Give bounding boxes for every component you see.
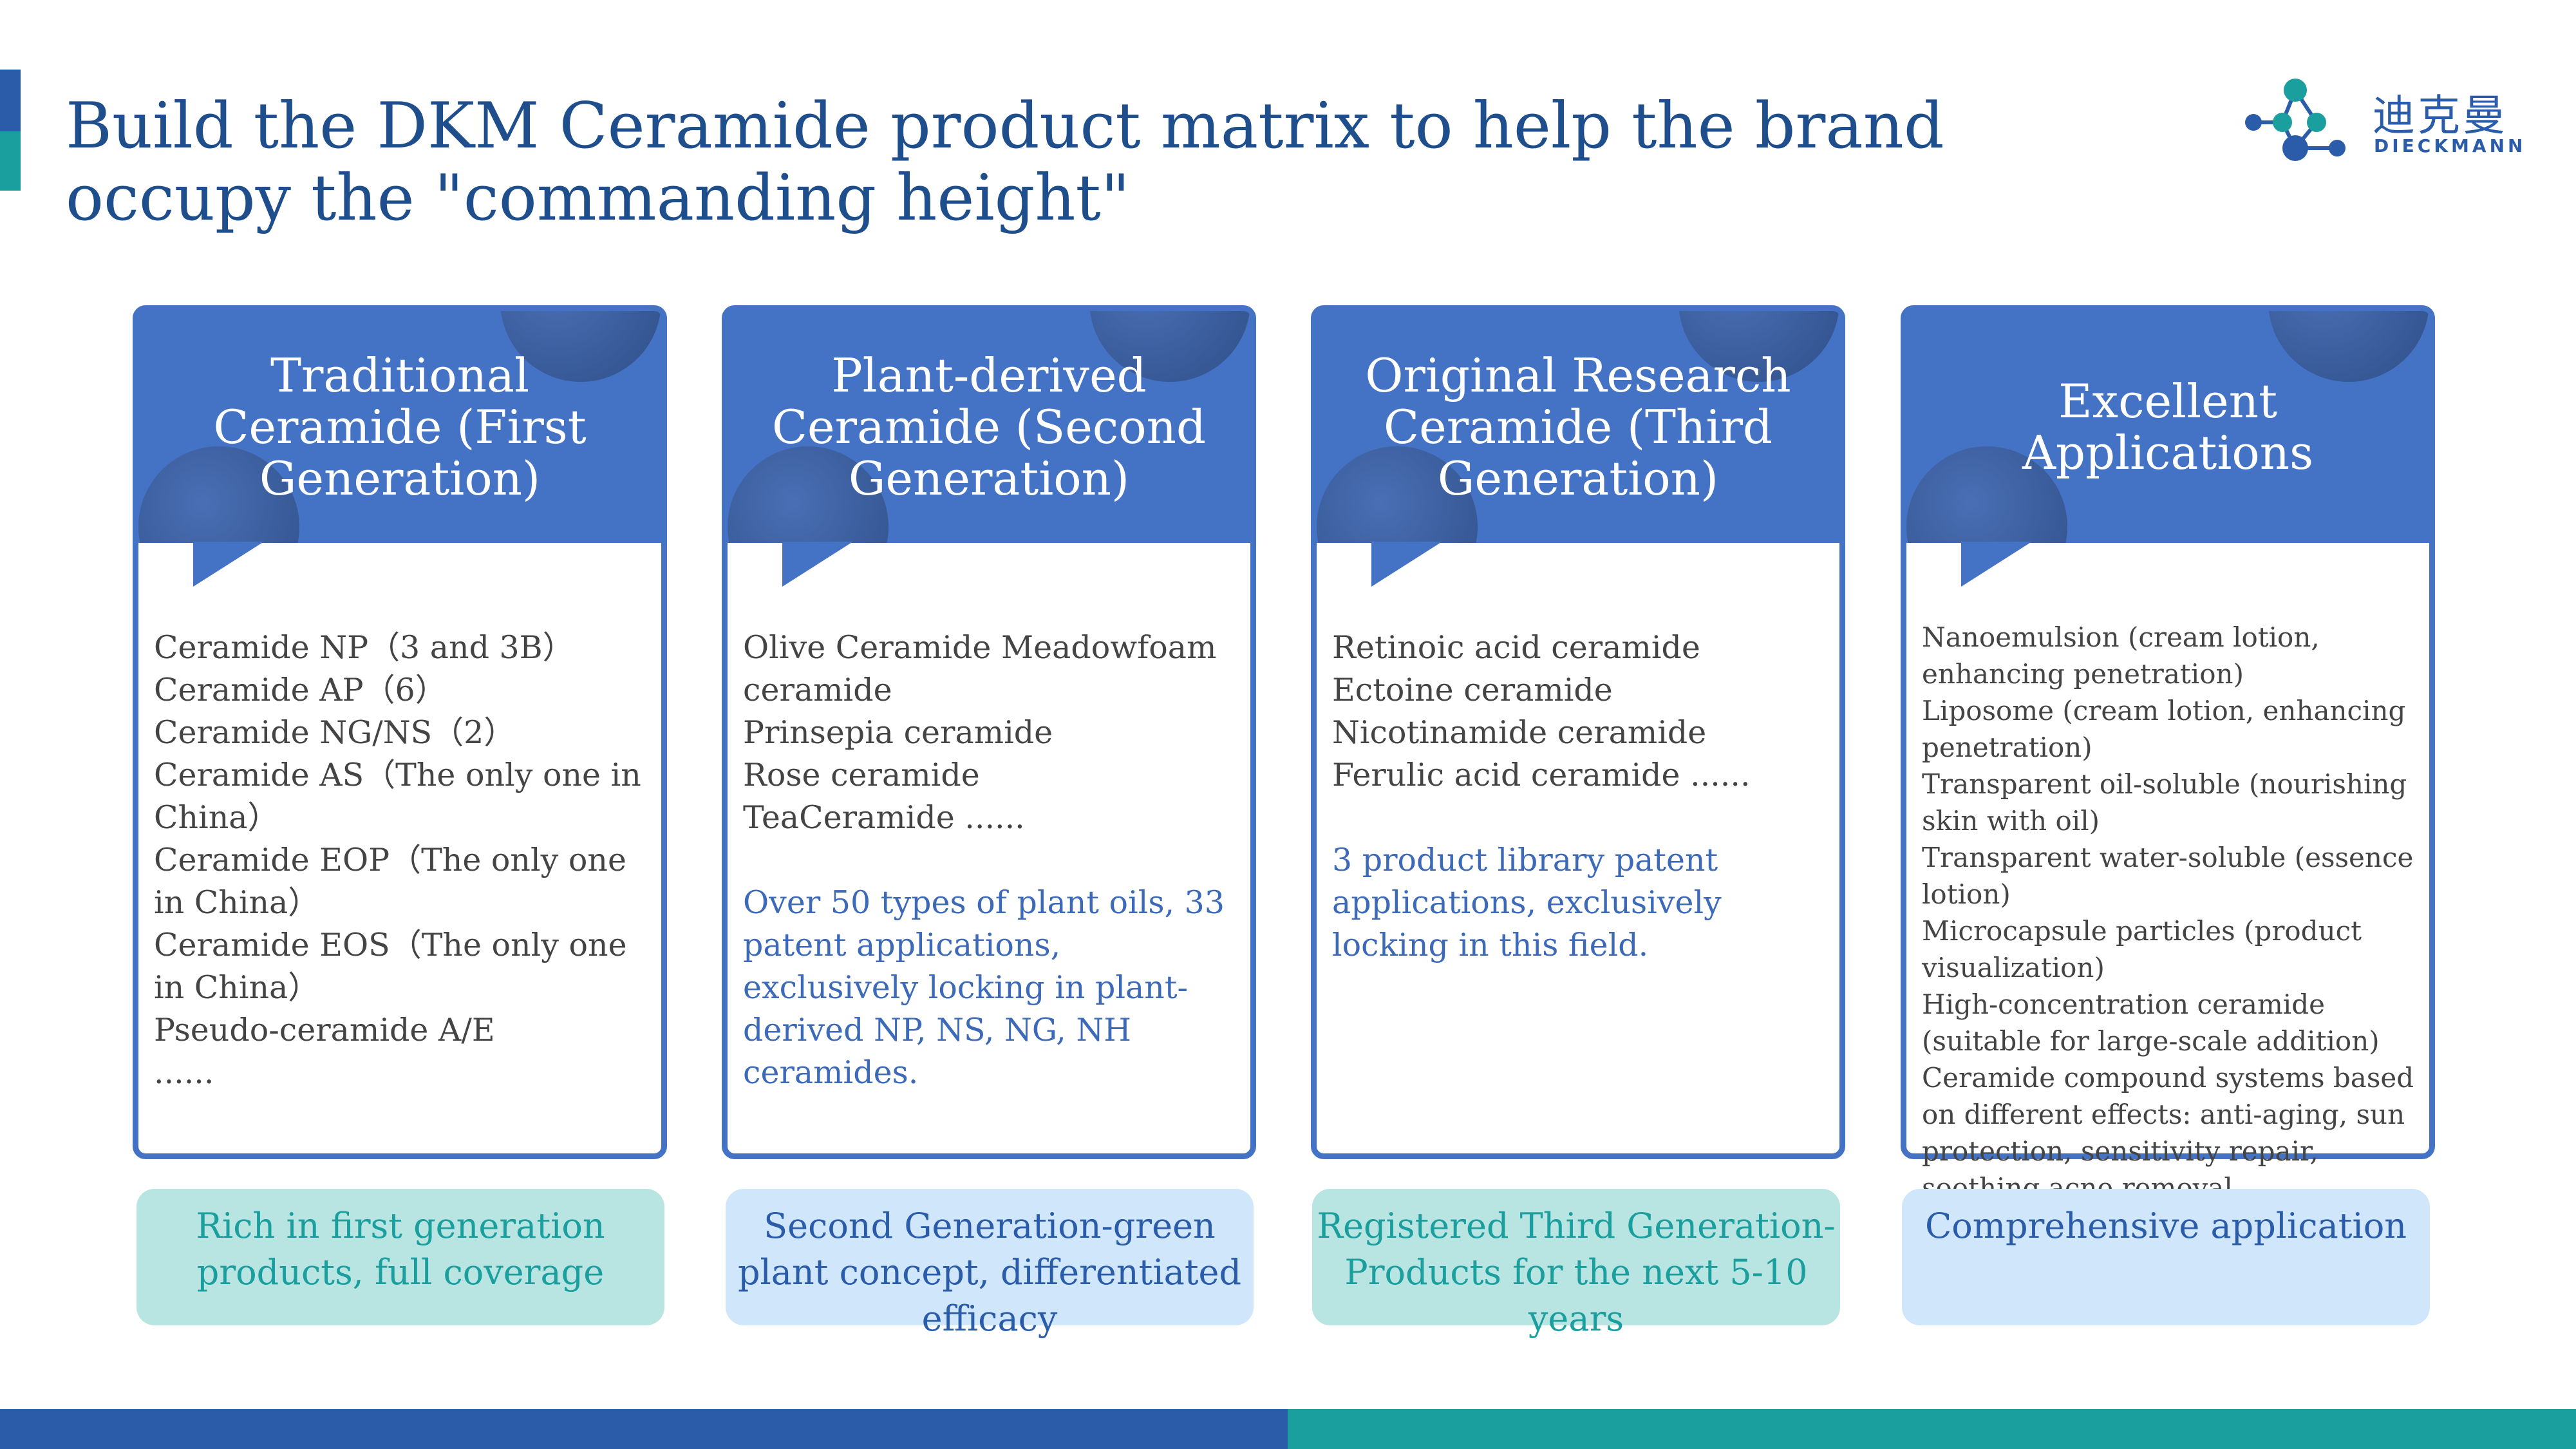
list-item: ...... bbox=[154, 1054, 214, 1091]
card-plant-derived-ceramide: Plant-derived Ceramide (Second Generatio… bbox=[722, 305, 1256, 1159]
list-item: Ceramide EOP（The only one in China） bbox=[154, 842, 626, 921]
list-item: Microcapsule particles (product visualiz… bbox=[1922, 915, 2362, 983]
summary-tag-applications: Comprehensive application bbox=[1902, 1189, 2430, 1325]
summary-tag-second-generation: Second Generation-green plant concept, d… bbox=[726, 1189, 1254, 1339]
logo: 迪克曼 DIECKMANN bbox=[2241, 76, 2523, 166]
card-title: Traditional Ceramide (First Generation) bbox=[213, 348, 587, 506]
card-header: Plant-derived Ceramide (Second Generatio… bbox=[728, 311, 1250, 543]
summary-tag-first-generation: Rich in first generation products, full … bbox=[136, 1189, 664, 1325]
list-item: Liposome (cream lotion, enhancing penetr… bbox=[1922, 695, 2406, 763]
page-title: Build the DKM Ceramide product matrix to… bbox=[66, 90, 1944, 235]
list-item: Transparent water-soluble (essence lotio… bbox=[1922, 842, 2414, 910]
list-item: Ceramide EOS（The only one in China） bbox=[154, 927, 627, 1006]
list-item: TeaCeramide ...... bbox=[743, 799, 1025, 836]
accent-bar-top bbox=[0, 70, 21, 131]
card-original-research-ceramide: Original Research Ceramide (Third Genera… bbox=[1311, 305, 1845, 1159]
summary-tag-third-generation: Registered Third Generation-Products for… bbox=[1312, 1189, 1840, 1339]
callout-pointer bbox=[193, 542, 264, 587]
callout-pointer bbox=[782, 542, 853, 587]
card-title: Plant-derived Ceramide (Second Generatio… bbox=[771, 348, 1207, 506]
list-item: Ceramide compound systems based on diffe… bbox=[1922, 1062, 2414, 1204]
card-header: Original Research Ceramide (Third Genera… bbox=[1317, 311, 1839, 543]
list-item: Retinoic acid ceramide Ectoine ceramide bbox=[1332, 629, 1700, 708]
card-title: Excellent Applications bbox=[2022, 374, 2314, 480]
list-item: Ceramide NG/NS（2） bbox=[154, 714, 516, 751]
card-body: Ceramide NP（3 and 3B） Ceramide AP（6） Cer… bbox=[154, 627, 650, 1094]
list-item: Olive Ceramide Meadowfoam ceramide bbox=[743, 629, 1217, 708]
highlight-text: 3 product library patent applications, e… bbox=[1332, 842, 1722, 963]
list-item: Rose ceramide bbox=[743, 757, 980, 793]
list-item: Transparent oil-soluble (nourishing skin… bbox=[1922, 768, 2407, 837]
highlight-text: Over 50 types of plant oils, 33 patent a… bbox=[743, 884, 1225, 1091]
list-item: High-concentration ceramide (suitable fo… bbox=[1922, 989, 2380, 1057]
list-item: Ceramide AS（The only one in China） bbox=[154, 757, 641, 836]
list-item: Nicotinamide ceramide bbox=[1332, 714, 1707, 751]
card-excellent-applications: Excellent Applications Nanoemulsion (cre… bbox=[1901, 305, 2435, 1204]
card-traditional-ceramide: Traditional Ceramide (First Generation) … bbox=[133, 305, 667, 1159]
logo-chinese-text: 迪克曼 bbox=[2373, 91, 2508, 140]
list-item: Ceramide NP（3 and 3B） bbox=[154, 629, 574, 666]
list-item: Prinsepia ceramide bbox=[743, 714, 1053, 751]
card-body: Retinoic acid ceramide Ectoine ceramide … bbox=[1332, 627, 1828, 967]
molecule-logo-icon bbox=[2245, 79, 2346, 161]
callout-pointer bbox=[1371, 542, 1442, 587]
footer-bar-left bbox=[0, 1409, 1288, 1449]
card-body: Nanoemulsion (cream lotion, enhancing pe… bbox=[1922, 619, 2418, 1206]
list-item: Ceramide AP（6） bbox=[154, 672, 447, 708]
logo-english-text: DIECKMANN bbox=[2374, 135, 2526, 156]
footer-bar-right bbox=[1288, 1409, 2576, 1449]
list-item: Nanoemulsion (cream lotion, enhancing pe… bbox=[1922, 621, 2320, 690]
card-header: Excellent Applications bbox=[1906, 311, 2429, 543]
card-body: Olive Ceramide Meadowfoam ceramide Prins… bbox=[743, 627, 1239, 1094]
list-item: Ferulic acid ceramide ...... bbox=[1332, 757, 1751, 793]
card-header: Traditional Ceramide (First Generation) bbox=[138, 311, 661, 543]
card-title: Original Research Ceramide (Third Genera… bbox=[1365, 348, 1791, 506]
list-item: Pseudo-ceramide A/E bbox=[154, 1012, 495, 1048]
callout-pointer bbox=[1961, 542, 2032, 587]
accent-bar-bottom bbox=[0, 131, 21, 191]
